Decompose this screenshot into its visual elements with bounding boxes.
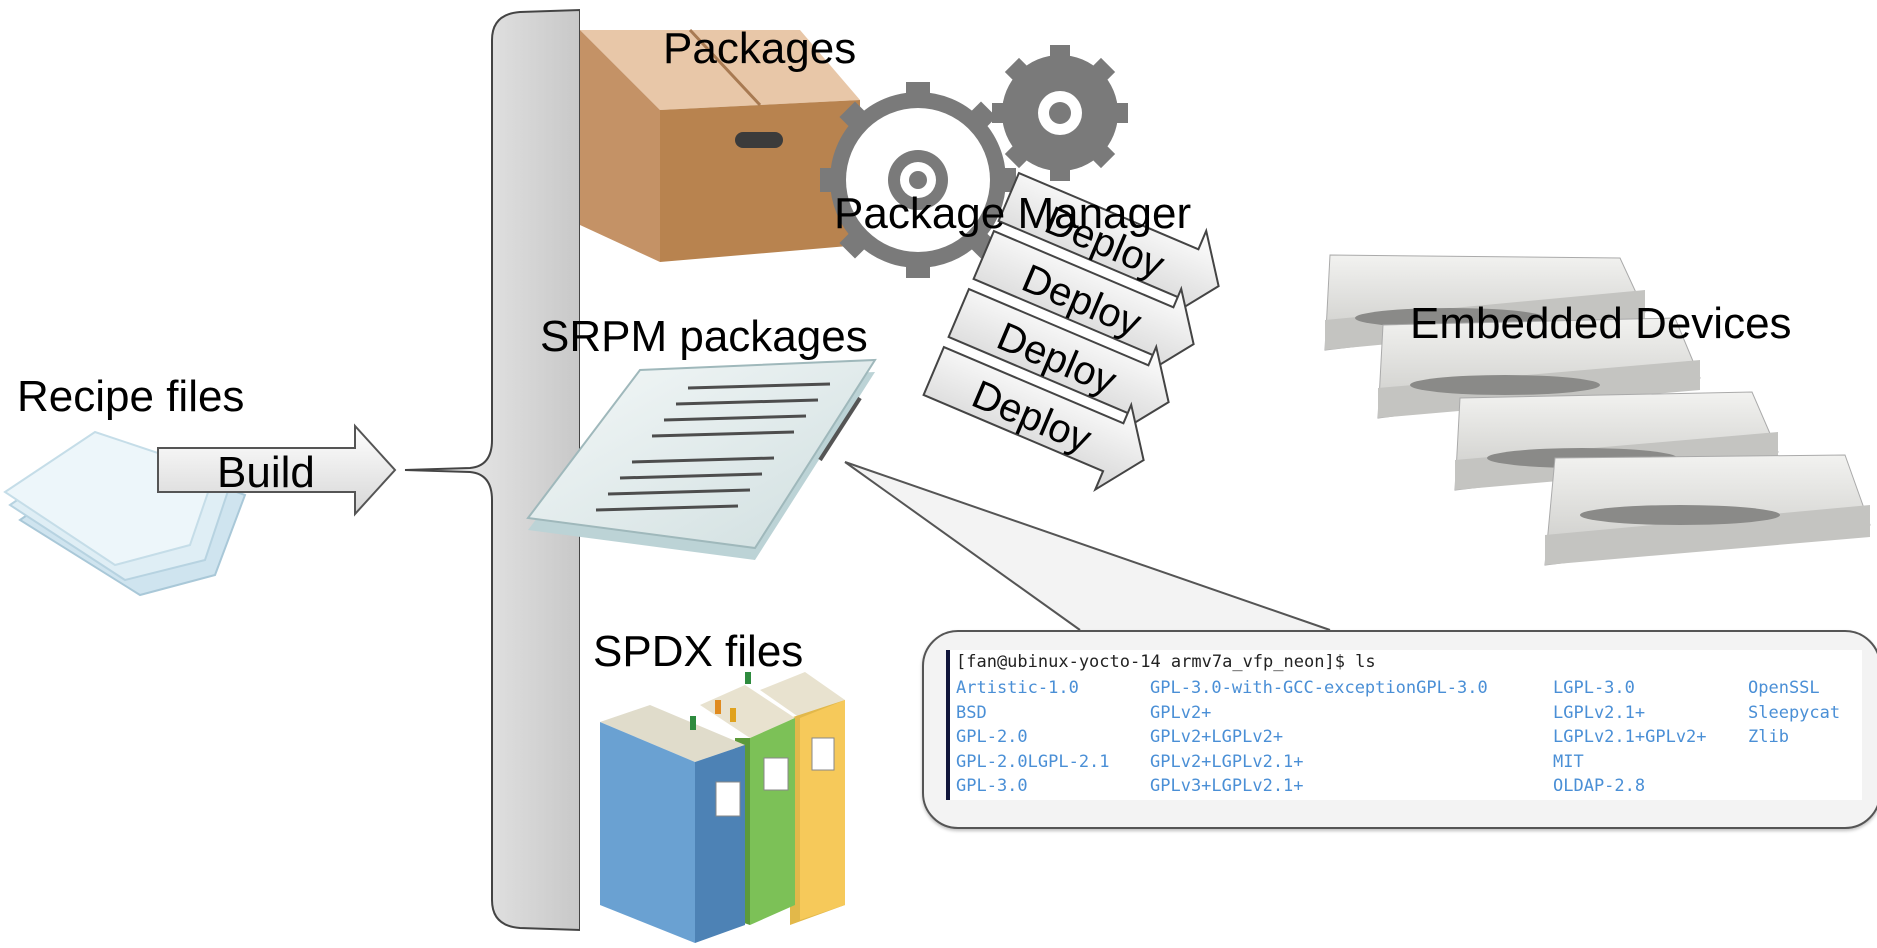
license-file: OpenSSL bbox=[1748, 678, 1820, 698]
license-file: LGPLv2.1+GPLv2+ bbox=[1553, 727, 1707, 747]
deploy-arrow bbox=[922, 345, 1145, 493]
license-file: GPL-2.0LGPL-2.1 bbox=[956, 751, 1110, 772]
deploy-arrow bbox=[947, 287, 1170, 435]
cardboard-box-icon bbox=[580, 28, 860, 262]
embedded-devices-label: Embedded Devices bbox=[1410, 299, 1792, 348]
srpm-packages-label: SRPM packages bbox=[540, 312, 868, 361]
terminal-column: OpenSSL Sleepycat Zlib bbox=[1748, 676, 1840, 750]
callout-pointer bbox=[844, 461, 1331, 631]
license-file: LGPLv2.1+ bbox=[1553, 702, 1646, 723]
terminal-column: GPL-3.0-with-GCC-exceptionGPL-3.0 GPLv2+… bbox=[1150, 676, 1488, 799]
spdx-files-label: SPDX files bbox=[593, 627, 804, 676]
gear-icon bbox=[992, 45, 1128, 181]
gear-icon bbox=[820, 82, 1016, 278]
license-file: GPLv2+LGPLv2.1+ bbox=[1150, 751, 1304, 772]
license-file: Zlib bbox=[1748, 727, 1789, 747]
packages-label: Packages bbox=[663, 24, 857, 73]
terminal-screen: [fan@ubinux-yocto-14 armv7a_vfp_neon]$ l… bbox=[946, 650, 1862, 800]
build-arrow bbox=[157, 423, 397, 517]
license-file: MIT bbox=[1553, 751, 1584, 772]
deploy-arrow bbox=[972, 229, 1195, 377]
terminal-prompt: [fan@ubinux-yocto-14 armv7a_vfp_neon]$ l… bbox=[956, 652, 1376, 672]
embedded-device-icon bbox=[1544, 454, 1871, 566]
terminal-callout: [fan@ubinux-yocto-14 armv7a_vfp_neon]$ l… bbox=[922, 630, 1877, 829]
recipe-files-label: Recipe files bbox=[17, 372, 245, 421]
license-file: Sleepycat bbox=[1748, 702, 1841, 723]
embedded-device-icon bbox=[1377, 317, 1701, 419]
license-file: GPL-3.0-with-GCC-exceptionGPL-3.0 bbox=[1150, 678, 1488, 698]
license-file: BSD bbox=[956, 702, 987, 723]
license-file: GPLv2+LGPLv2+ bbox=[1150, 727, 1284, 747]
package-manager-label: Package Manager bbox=[834, 189, 1192, 238]
document-icon bbox=[526, 358, 877, 560]
license-file: OLDAP-2.8 bbox=[1553, 776, 1646, 796]
binders-icon bbox=[600, 672, 845, 943]
terminal-column: LGPL-3.0 LGPLv2.1+ LGPLv2.1+GPLv2+ MIT O… bbox=[1553, 676, 1707, 799]
license-file: LGPL-3.0 bbox=[1553, 678, 1635, 698]
license-file: GPLv3+LGPLv2.1+ bbox=[1150, 776, 1304, 796]
deploy-arrow bbox=[997, 171, 1220, 319]
license-file: Artistic-1.0 bbox=[956, 678, 1079, 698]
license-file: GPL-3.0 bbox=[956, 776, 1028, 796]
license-file: GPL-2.0 bbox=[956, 727, 1028, 747]
build-label: Build bbox=[217, 448, 315, 497]
terminal-column: Artistic-1.0 BSD GPL-2.0 GPL-2.0LGPL-2.1… bbox=[956, 676, 1110, 799]
license-file: GPLv2+ bbox=[1150, 702, 1212, 723]
